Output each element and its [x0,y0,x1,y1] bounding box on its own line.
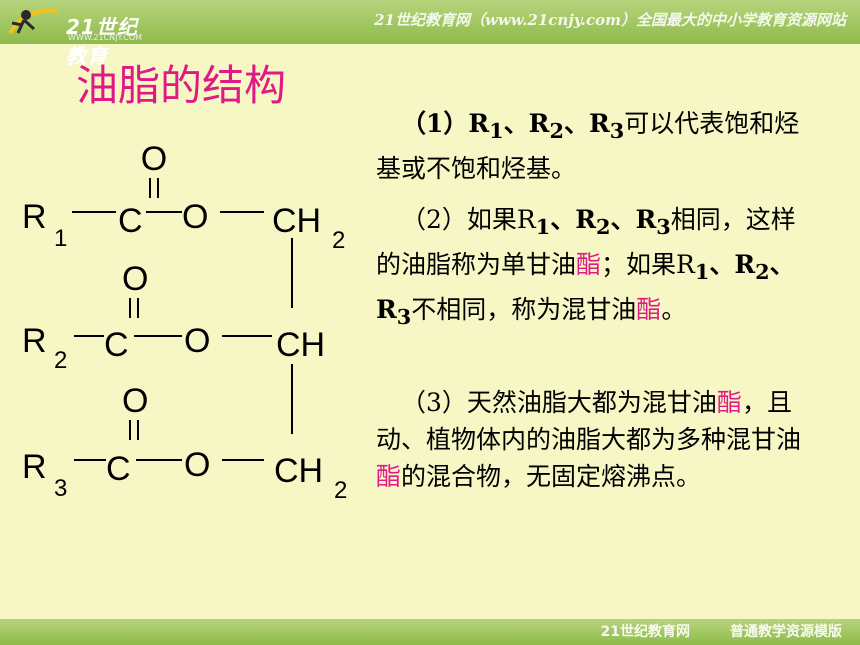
footer-template: 普通教学资源模版 [730,624,842,640]
paragraph-3: （3）天然油脂大都为混甘油酯，且动、植物体内的油脂大都为多种混甘油酯的混合物，无… [376,388,802,491]
highlight-ester: 酯 [376,462,402,491]
highlight-ester: 酯 [576,250,602,279]
site-logo[interactable]: 21世纪教育 WWW.21CNJY.COM [6,3,156,68]
slide-title: 油脂的结构 [76,61,287,110]
oxygen-top-3: O [122,382,148,420]
carbon-1: C [118,202,143,240]
ester-oxygen-2: O [184,322,210,360]
highlight-ester: 酯 [716,388,742,417]
carbon-3: C [106,450,131,488]
logo-subtext: WWW.21CNJY.COM [68,33,143,42]
oxygen-top-1: O [141,140,167,178]
r-group-2: R [22,322,47,360]
oxygen-top-2: O [122,260,148,298]
r-group-1: R [22,198,47,236]
runner-logo-icon [8,8,59,35]
r-subscript-2: 2 [54,347,67,374]
r-subscript-3: 3 [54,475,67,502]
carbon-2: C [104,326,129,364]
triglyceride-structure-diagram: O R 1 C O CH 2 O R 2 C O CH O R 3 C O CH… [22,140,347,504]
ch2-top-subscript: 2 [332,227,345,254]
paragraph-2: （2）如果R1、R2、R3相同，这样的油脂称为单甘油酯；如果R1、R2、R3不相… [376,205,796,329]
ch-middle: CH [276,326,325,364]
ch2-bottom-subscript: 2 [334,477,347,504]
ester-oxygen-3: O [184,446,210,484]
highlight-ester: 酯 [636,295,662,324]
footer-text: 21世纪教育网 普通教学资源模版 [601,621,842,641]
r-subscript-1: 1 [54,225,67,252]
r-group-3: R [22,448,47,486]
header-slogan: 21世纪教育网（www.21cnjy.com）全国最大的中小学教育资源网站 [374,11,846,29]
footer-site[interactable]: 21世纪教育网 [600,624,690,640]
paragraph-1: （1）R1、R2、R3可以代表饱和烃基或不饱和烃基。 [376,109,800,183]
ch2-top: CH [272,202,321,240]
ch2-bottom: CH [274,452,323,490]
logo-text: 21世纪教育 [66,15,138,68]
header-bar: 21世纪教育 WWW.21CNJY.COM 21世纪教育网（www.21cnjy… [0,0,860,68]
ester-oxygen-1: O [182,198,208,236]
footer-bar: 21世纪教育网 普通教学资源模版 [0,619,860,645]
